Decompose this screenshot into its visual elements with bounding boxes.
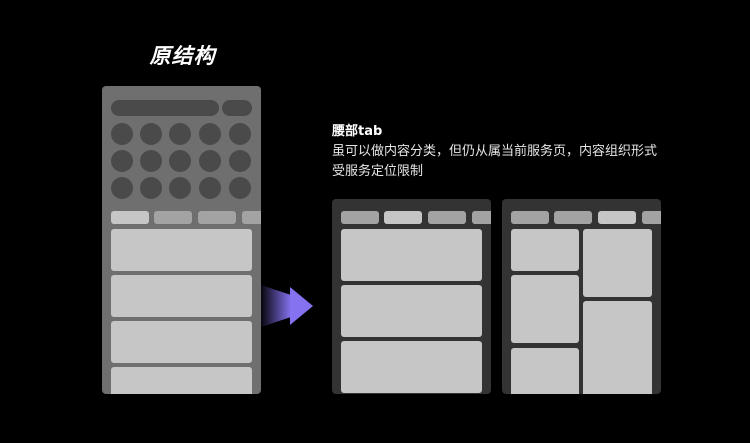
icon-placeholder [140,177,162,199]
tab [428,211,466,224]
tab [242,211,261,224]
content-card [511,275,579,343]
tab-selected [384,211,422,224]
icon-placeholder [140,123,162,145]
content-card [341,229,482,281]
icon-placeholder [199,177,221,199]
icon-placeholder [169,150,191,172]
icon-placeholder [169,177,191,199]
tab-selected [111,211,149,224]
icon-placeholder [111,123,133,145]
tab [554,211,592,224]
tab [511,211,549,224]
arrow-right-icon [261,285,313,327]
content-card [111,367,252,394]
description-title: 腰部tab [332,124,383,139]
content-card [111,321,252,363]
icon-placeholder [169,123,191,145]
content-card [111,275,252,317]
description-block: 腰部tab 虽可以做内容分类，但仍从属当前服务页，内容组织形式受服务定位限制 [332,122,662,182]
tab [642,211,661,224]
original-structure-title: 原结构 [149,44,216,68]
content-card [511,348,579,394]
tab [341,211,379,224]
content-card [341,285,482,337]
original-structure-wireframe [102,86,261,394]
icon-placeholder [229,177,251,199]
icon-placeholder [199,150,221,172]
icon-placeholder [140,150,162,172]
icon-placeholder [229,123,251,145]
content-card [111,229,252,271]
search-bar-placeholder [111,100,219,116]
waterfall-layout-wireframe [502,199,661,394]
description-body: 虽可以做内容分类，但仍从属当前服务页，内容组织形式受服务定位限制 [332,144,658,179]
content-card [583,301,652,394]
content-card [511,229,579,271]
content-card [341,341,482,393]
icon-placeholder [111,177,133,199]
icon-placeholder [229,150,251,172]
content-card [583,229,652,297]
tab-selected [598,211,636,224]
icon-placeholder [111,150,133,172]
tab [198,211,236,224]
tab [472,211,491,224]
tab [154,211,192,224]
icon-placeholder [199,123,221,145]
list-layout-wireframe [332,199,491,394]
action-button-placeholder [222,100,252,116]
